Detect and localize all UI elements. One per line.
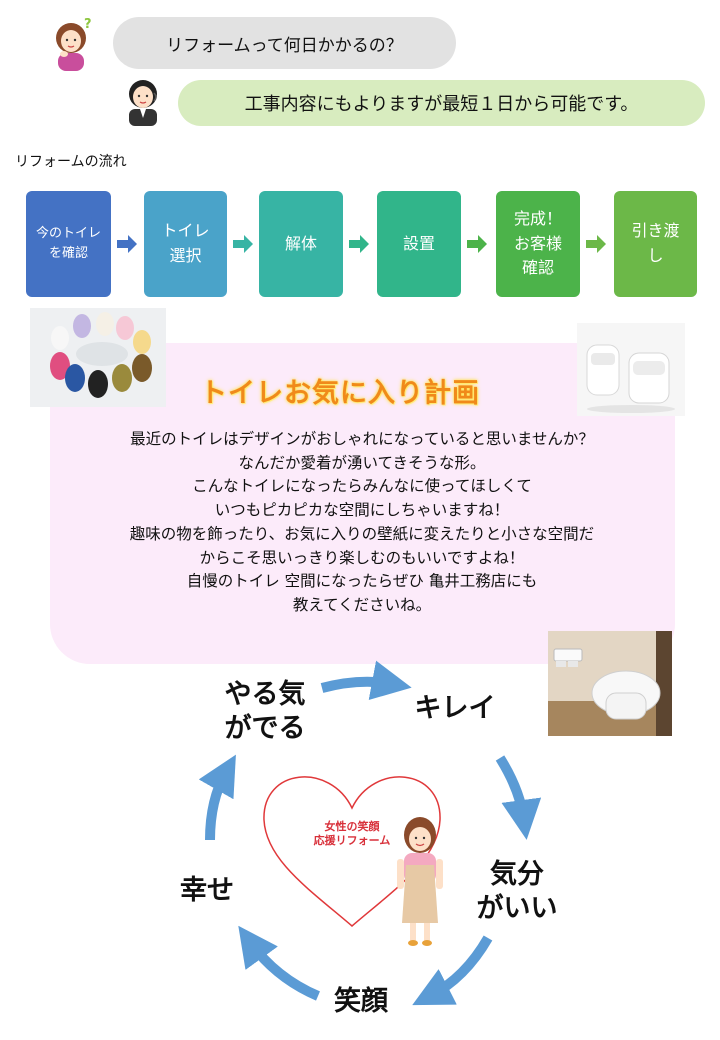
flow-arrow-icon: [233, 235, 253, 253]
flow-arrow-icon: [349, 235, 369, 253]
cycle-label-motivation: やる気 がでる: [224, 679, 306, 744]
cycle-label-clean: キレイ: [414, 693, 496, 724]
plan-line: こんなトイレになったらみんなに使ってほしくて: [192, 477, 532, 496]
flow-step-install: 設置: [377, 191, 461, 297]
plan-line: いつもピカピカな空間にしちゃいますね！: [214, 501, 510, 520]
plan-line: 教えてくださいね。: [292, 595, 432, 614]
cycle-arrows: [198, 660, 542, 1006]
plan-line: なんだか愛着が湧いてきそうな形。: [238, 453, 486, 472]
flow-step-demolition: 解体: [259, 191, 343, 297]
flow-arrow-icon: [467, 235, 487, 253]
white-toilets-photo: [577, 323, 685, 416]
cycle-arrow-icon: [198, 754, 236, 841]
flow-step-check: 今のトイレ を確認: [26, 191, 111, 297]
cycle-label-happiness: 幸せ: [180, 875, 234, 906]
answer-bubble: 工事内容にもよりますが最短１日から可能です。: [178, 80, 705, 126]
cycle-label-smile: 笑顔: [334, 986, 388, 1017]
heart-icon: [263, 776, 441, 927]
svg-text:?: ?: [84, 17, 92, 32]
flow-arrow-icon: [586, 235, 606, 253]
flow-step-label: 引き渡 し: [631, 221, 680, 265]
flow-step-label: 設置: [402, 233, 435, 253]
plan-title: トイレお気に入り計画: [200, 378, 480, 409]
cycle-arrow-icon: [320, 660, 412, 700]
question-bubble: リフォームって何日かかるの？: [113, 17, 456, 69]
modern-toilet-photo: [548, 631, 672, 736]
plan-line: からこそ思いっきり楽しむのもいいですよね！: [199, 548, 525, 567]
cycle-label-mood: 気分 がいい: [476, 859, 558, 924]
flow-step-label: 完成！ お客様 確認: [513, 208, 562, 278]
cycle-arrow-icon: [238, 925, 321, 1001]
flow-step-label: 解体: [284, 233, 317, 253]
plan-line: 最近のトイレはデザインがおしゃれになっていると思いませんか？: [130, 430, 594, 448]
flow-title: リフォームの流れ: [15, 154, 127, 170]
question-text: リフォームって何日かかるの？: [166, 35, 403, 56]
plan-paragraph: 最近のトイレはデザインがおしゃれになっていると思いませんか？ なんだか愛着が湧い…: [58, 428, 666, 618]
woman-apron-illustration: [392, 815, 448, 947]
answer-text: 工事内容にもよりますが最短１日から可能です。: [244, 94, 639, 115]
staff-answer-avatar: [121, 76, 161, 128]
flow-step-select: トイレ 選択: [144, 191, 227, 297]
flow-arrow-icon: [117, 235, 137, 253]
heart-text: 女性の笑顔 応援リフォーム: [313, 820, 391, 848]
colorful-toilets-photo: [30, 308, 166, 407]
cycle-arrow-icon: [412, 935, 493, 1006]
flow-step-complete: 完成！ お客様 確認: [496, 191, 580, 297]
plan-line: 趣味の物を飾ったり、お気に入りの壁紙に変えたりと小さな空間だ: [129, 524, 595, 543]
plan-line: 自慢のトイレ 空間になったらぜひ 亀井工務店にも: [186, 572, 538, 591]
woman-question-avatar: ?: [50, 16, 92, 71]
flow-step-label: 今のトイレ を確認: [35, 225, 101, 261]
flow-step-handover: 引き渡 し: [614, 191, 697, 297]
flow-step-label: トイレ 選択: [161, 221, 210, 265]
cycle-arrow-icon: [495, 755, 542, 840]
